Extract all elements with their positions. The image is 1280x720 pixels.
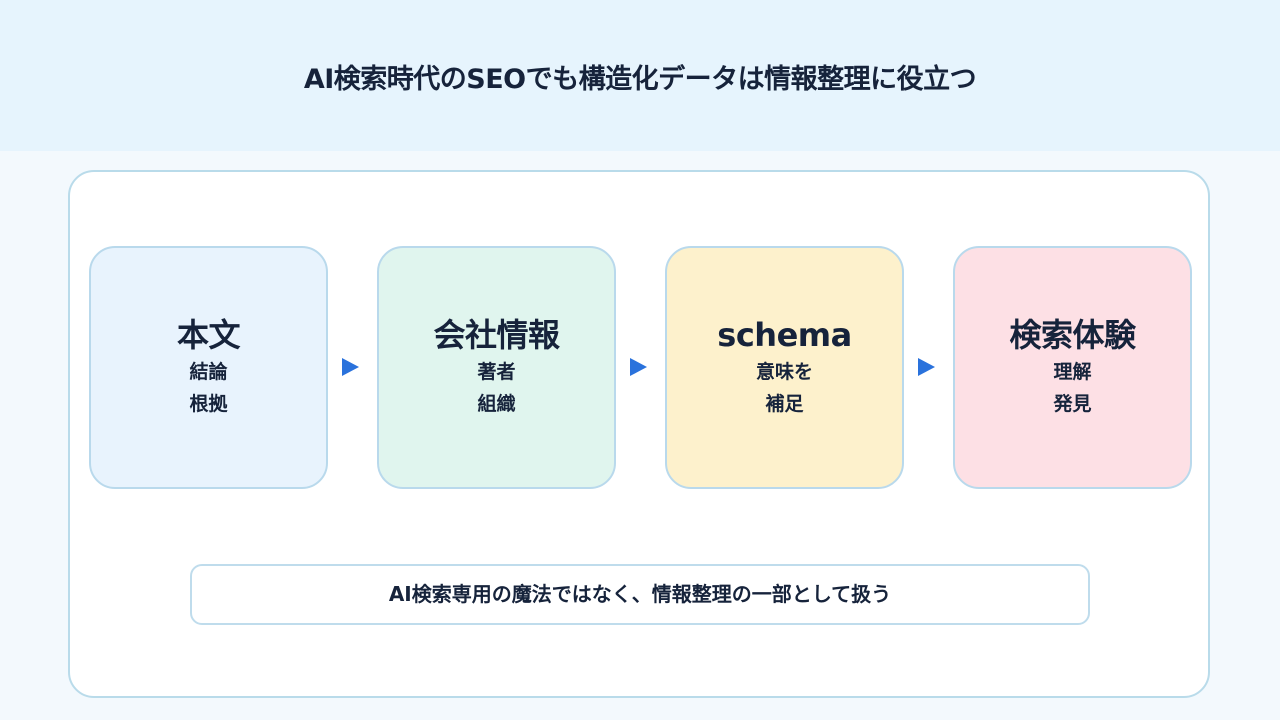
step-honbun: 本文 結論 根拠 [89, 246, 328, 489]
step-line: 発見 [1053, 393, 1092, 415]
step-line: 著者 [477, 361, 516, 383]
page-title: AI検索時代のSEOでも構造化データは情報整理に役立つ [303, 64, 977, 95]
header-band [0, 0, 1280, 151]
step-title: 会社情報 [433, 316, 560, 354]
note-box: AI検索専用の魔法ではなく、情報整理の一部として扱う [190, 564, 1090, 625]
step-title: schema [717, 316, 852, 354]
step-title: 検索体験 [1009, 316, 1136, 354]
arrow-right-icon [342, 358, 359, 376]
step-line: 意味を [755, 361, 813, 383]
step-title: 本文 [176, 316, 241, 354]
step-line: 理解 [1053, 361, 1092, 383]
step-search-experience: 検索体験 理解 発見 [953, 246, 1192, 489]
step-company-info: 会社情報 著者 組織 [377, 246, 616, 489]
arrow-right-icon [630, 358, 647, 376]
step-schema: schema 意味を 補足 [665, 246, 904, 489]
step-line: 組織 [477, 393, 516, 415]
step-line: 結論 [189, 361, 228, 383]
arrow-right-icon [918, 358, 935, 376]
step-line: 補足 [765, 393, 804, 415]
step-line: 根拠 [189, 393, 228, 415]
